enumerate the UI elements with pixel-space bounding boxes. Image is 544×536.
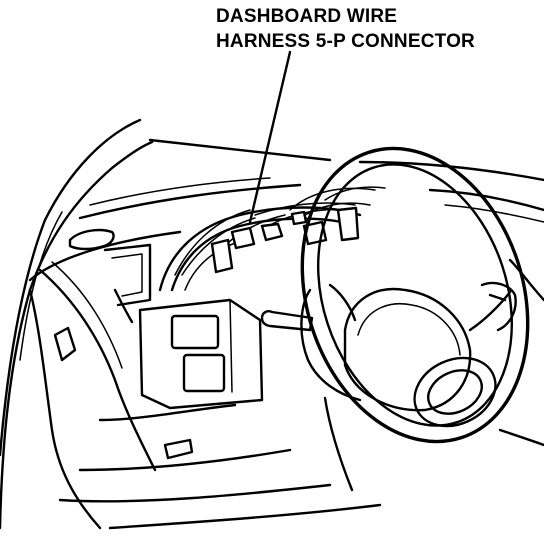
callout-label: DASHBOARD WIRE HARNESS 5-P CONNECTOR [216,4,475,54]
dashboard-left-panel [28,230,182,530]
callout-label-line1: DASHBOARD WIRE [216,6,398,27]
steering-wheel [300,146,530,492]
callout-label-line2: HARNESS 5-P CONNECTOR [216,31,475,52]
turn-signal-stalk [260,310,314,332]
a-pillar [0,118,154,530]
knee-panel [58,403,382,530]
right-dash-edge [498,258,544,447]
windshield-base [78,138,544,223]
center-panel [138,298,264,410]
callout-leader-line [248,50,292,224]
left-air-vent [68,228,115,251]
instrument-hood [158,206,362,292]
